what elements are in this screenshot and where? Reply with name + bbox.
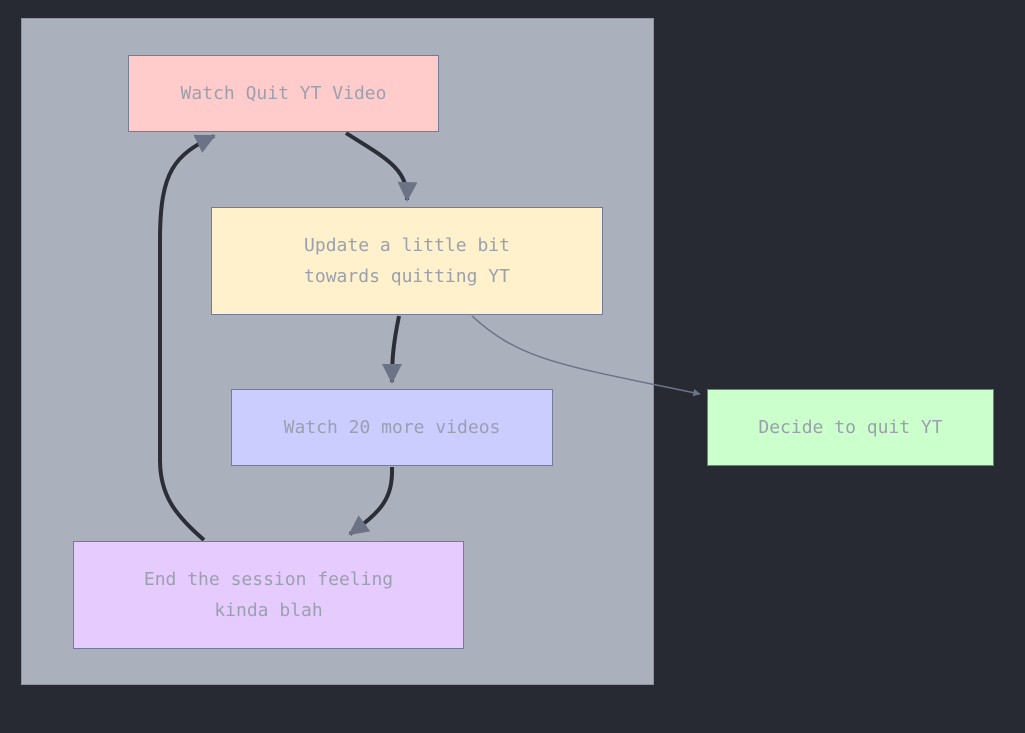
node-update-towards-quitting: Update a little bit towards quitting YT bbox=[211, 207, 603, 315]
node-label: Watch 20 more videos bbox=[283, 417, 501, 438]
edge-end-session-to-watch-quit bbox=[158, 134, 216, 542]
edge-watch-quit-to-update bbox=[344, 131, 418, 202]
node-watch-more-videos: Watch 20 more videos bbox=[231, 389, 553, 466]
node-end-session: End the session feeling kinda blah bbox=[73, 541, 464, 649]
node-label: Watch Quit YT Video bbox=[180, 83, 387, 104]
node-label: towards quitting YT bbox=[304, 266, 510, 287]
edge-update-to-decide bbox=[471, 315, 701, 397]
edge-watch-more-to-end-session bbox=[348, 466, 395, 536]
edge-update-to-watch-more bbox=[382, 315, 403, 384]
node-label: End the session feeling bbox=[143, 569, 394, 590]
node-label: kinda blah bbox=[214, 600, 323, 621]
node-label: Update a little bit bbox=[304, 235, 510, 256]
node-decide-to-quit: Decide to quit YT bbox=[707, 389, 994, 466]
node-watch-quit-video: Watch Quit YT Video bbox=[128, 55, 439, 132]
node-label: Decide to quit YT bbox=[758, 417, 943, 438]
